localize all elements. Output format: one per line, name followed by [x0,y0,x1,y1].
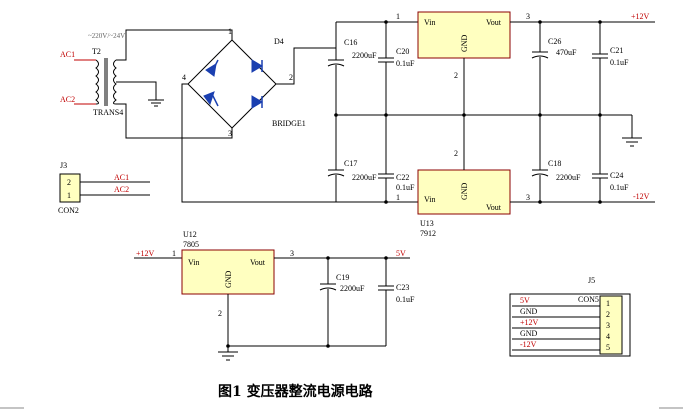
j3-net-ac2: AC2 [114,185,129,194]
c16-value: 2200uF [352,51,377,60]
c23-value: 0.1uF [396,295,415,304]
c24-ref: C24 [610,171,623,180]
svg-text:4: 4 [182,73,186,82]
c24-value: 0.1uF [610,183,629,192]
j5-net-3: +12V [520,318,539,327]
upper-rail: C16 2200uF C20 0.1uF 1 [327,12,418,115]
svg-text:1: 1 [228,27,232,36]
j5-net-4: GND [520,329,538,338]
svg-text:1: 1 [67,191,71,200]
bridge-ref: D4 [274,37,284,46]
c23-ref: C23 [396,283,409,292]
c18-value: 2200uF [556,173,581,182]
c20-value: 0.1uF [396,59,415,68]
reg5-output-label: 5V [396,249,406,258]
svg-text:4: 4 [606,332,610,341]
j3-part: CON2 [58,206,79,215]
lower-output-label: -12V [633,192,650,201]
diode-3 [203,91,219,107]
j3-net-ac1: AC1 [114,173,129,182]
j5-net-1: 5V [520,296,530,305]
svg-text:2: 2 [606,310,610,319]
j5-net-2: GND [520,307,538,316]
bridge-part: BRIDGE1 [272,119,306,128]
c22-ref: C22 [396,173,409,182]
bridge-d4: D4 BRIDGE1 1 2 3 4 [181,27,336,203]
figure-caption: 图1 变压器整流电源电路 [218,383,374,400]
svg-text:2: 2 [454,149,458,158]
reg5-vout: Vout [250,258,266,267]
lower-reg-gnd: GND [460,182,469,200]
j5-part: CON5 [578,295,599,304]
lower-reg-part: 7912 [420,229,436,238]
ground-rail [334,113,642,147]
lower-reg-vout: Vout [486,203,502,212]
c18-ref: C18 [548,159,561,168]
c19-value: 2200uF [340,284,365,293]
c20-ref: C20 [396,47,409,56]
c19-ref: C19 [336,273,349,282]
svg-text:1: 1 [396,193,400,202]
svg-text:2: 2 [289,73,293,82]
svg-text:5: 5 [606,343,610,352]
svg-text:1: 1 [396,12,400,21]
c22-value: 0.1uF [396,183,415,192]
reg5-vin: Vin [188,258,200,267]
reg5-gnd: GND [224,270,233,288]
c26-value: 470uF [556,48,577,57]
reg5-ref: U12 [183,230,197,239]
diode-2 [251,59,263,73]
c17-ref: C17 [344,159,357,168]
ac2-label: AC2 [60,95,75,104]
ac1-label: AC1 [60,50,75,59]
svg-text:3: 3 [526,193,530,202]
c21-value: 0.1uF [610,58,629,67]
transformer-ref: T2 [92,47,101,56]
svg-text:2: 2 [67,178,71,187]
reg5-part: 7805 [183,240,199,249]
diode-1 [205,59,219,77]
lower-regulator: Vin Vout GND 2 U13 7912 3 -12V [417,115,655,238]
lower-rail: C17 2200uF C22 0.1uF 1 [327,115,418,204]
c17-value: 2200uF [352,173,377,182]
connector-j3: J3 2 1 CON2 AC1 AC2 [58,161,150,215]
svg-text:3: 3 [606,321,610,330]
upper-reg-vin: Vin [424,18,436,27]
upper-reg-gnd: GND [460,34,469,52]
svg-text:3: 3 [290,249,294,258]
transformer-rating: ~220V/~24V [88,32,125,40]
upper-output-label: +12V [631,12,650,21]
svg-text:3: 3 [526,12,530,21]
reg5-input-label: +12V [136,249,155,258]
diode-4 [251,95,263,109]
upper-output-caps: C26 470uF C21 0.1uF [531,20,629,115]
lower-reg-ref: U13 [420,219,434,228]
lower-output-caps: C18 2200uF C24 0.1uF [531,115,629,204]
svg-text:3: 3 [228,129,232,138]
regulator-7805: U12 7805 +12V 1 Vin Vout GND 2 3 5V C19 … [134,230,415,361]
lower-reg-vin: Vin [424,195,436,204]
c26-ref: C26 [548,37,561,46]
j5-ref: J5 [588,276,595,285]
svg-text:1: 1 [606,299,610,308]
connector-j5: J5 CON5 5V GND +12V GND -12V 1 2 3 4 5 [509,276,631,357]
upper-regulator: Vin Vout GND 2 3 +12V [417,11,655,115]
c21-ref: C21 [610,46,623,55]
j3-ref: J3 [60,161,67,170]
upper-reg-vout: Vout [486,18,502,27]
c16-ref: C16 [344,38,357,47]
transformer-t2: ~220V/~24V T2 TRANS4 AC1 AC2 [60,29,233,139]
j5-net-5: -12V [520,340,537,349]
svg-text:2: 2 [454,71,458,80]
svg-text:2: 2 [218,309,222,318]
svg-text:1: 1 [172,249,176,258]
transformer-part: TRANS4 [93,108,123,117]
